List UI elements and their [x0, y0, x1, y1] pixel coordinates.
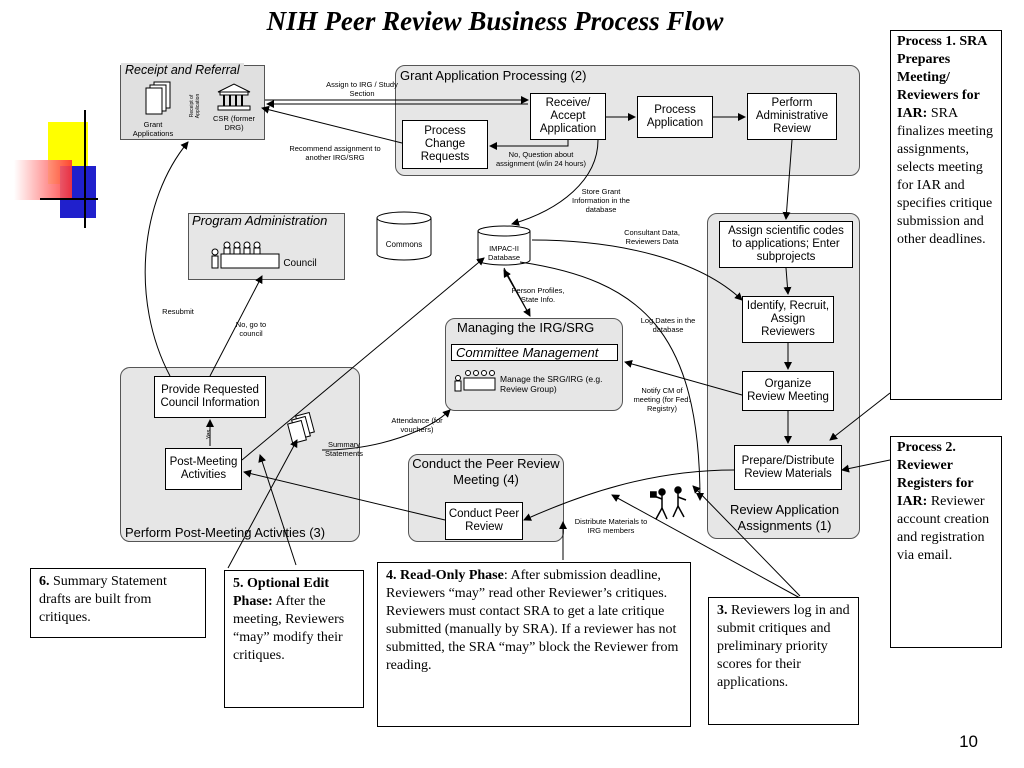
summary-statements-label: Summary Statements [325, 440, 363, 458]
note-3-body: Reviewers log in and submit critiques an… [717, 603, 850, 690]
label-no-question: No, Question about assignment (w/in 24 h… [495, 150, 587, 168]
organize-meeting-box: Organize Review Meeting [742, 371, 834, 411]
manage-srg-label: Manage the SRG/IRG (e.g. Review Group) [500, 374, 603, 394]
label-resubmit: Resubmit [162, 307, 194, 316]
region-receipt-referral [120, 65, 265, 140]
label-store: Store Grant Information in the database [572, 187, 630, 214]
region-managing-irg [445, 318, 623, 411]
conduct-peer-review-box: Conduct Peer Review [445, 502, 523, 540]
review-group-icon [452, 369, 496, 393]
commons-label: Commons [385, 240, 423, 249]
note-5: 5. Optional Edit Phase: After the meetin… [224, 570, 364, 708]
grant-applications-icon [140, 80, 180, 120]
managing-irg-title: Managing the IRG/SRG [457, 320, 595, 335]
impac-database-icon [476, 224, 532, 268]
page-number: 10 [959, 732, 978, 751]
reviewers-walking-icon [649, 486, 690, 522]
impac-label: IMPAC-II Database [487, 244, 521, 262]
peer-review-title-1: Conduct the Peer Review Meeting (4) [412, 456, 560, 487]
grant-processing-title: Grant Application Processing (2) [400, 68, 587, 83]
decorative-squares [14, 110, 109, 230]
note-process-1: Process 1. SRA Prepares Meeting/ Reviewe… [890, 30, 1002, 400]
post-meeting-activities-box: Post-Meeting Activities [165, 448, 242, 490]
label-yes: Yes [206, 429, 213, 440]
process-application-box: Process Application [637, 96, 713, 138]
receive-accept-box: Receive/ Accept Application [530, 93, 606, 140]
csr-building-icon [214, 82, 254, 112]
program-admin-title: Program Administration [192, 213, 328, 228]
note-4-body: : After submission deadline, Reviewers “… [386, 568, 679, 673]
label-person: Person Profiles, State Info. [511, 286, 565, 304]
label-log-dates: Log Dates in the database [640, 316, 696, 334]
note-process-1-heading: Process 1. SRA Prepares Meeting/ Reviewe… [897, 34, 987, 121]
note-6: 6. Summary Statement drafts are built fr… [30, 568, 206, 638]
note-process-1-body: SRA finalizes meeting assignments, selec… [897, 106, 994, 247]
note-4-heading: 4. Read-Only Phase [386, 568, 504, 583]
csr-label: CSR (former DRG) [212, 114, 256, 132]
note-6-body: Summary Statement drafts are built from … [39, 574, 167, 625]
label-notify: Notify CM of meeting (for Fed. Registry) [633, 386, 691, 413]
label-assign-irg: Assign to IRG / Study Section [326, 80, 398, 98]
prepare-distribute-box: Prepare/Distribute Review Materials [734, 445, 842, 490]
council-icon [205, 240, 285, 272]
note-5-body: After the meeting, Reviewers “may” modif… [233, 594, 345, 663]
identify-reviewers-box: Identify, Recruit, Assign Reviewers [742, 296, 834, 343]
note-5-heading: 5. Optional Edit Phase: [233, 576, 330, 609]
note-process-2-body: Reviewer account creation and registrati… [897, 494, 990, 563]
note-4: 4. Read-Only Phase: After submission dea… [377, 562, 691, 727]
note-3-heading: 3. [717, 603, 728, 618]
label-no-council: No, go to council [235, 320, 267, 338]
note-process-2: Process 2. Reviewer Registers for IAR: R… [890, 436, 1002, 648]
grant-applications-label: Grant Applications [132, 120, 174, 138]
process-change-requests-box: Process Change Requests [402, 120, 488, 169]
note-process-2-heading: Process 2. Reviewer Registers for IAR: [897, 440, 974, 509]
review-assignments-title: Review Application Assignments (1) [729, 502, 840, 533]
summary-statements-icon [282, 411, 322, 450]
region-program-admin [188, 213, 345, 280]
label-consultant: Consultant Data, Reviewers Data [624, 228, 680, 246]
post-meeting-title: Perform Post-Meeting Activities (3) [125, 525, 326, 540]
note-6-heading: 6. [39, 574, 50, 589]
committee-management-title: Committee Management [451, 344, 618, 361]
label-distribute: Distribute Materials to IRG members [574, 517, 648, 535]
label-attendance: Attendance (for vouchers) [391, 416, 443, 434]
provide-council-info-box: Provide Requested Council Information [154, 376, 266, 418]
commons-database-icon [375, 210, 433, 262]
assign-codes-box: Assign scientific codes to applications;… [719, 221, 853, 268]
council-label: Council [283, 258, 317, 269]
perform-admin-review-box: Perform Administrative Review [747, 93, 837, 140]
page-title: NIH Peer Review Business Process Flow [266, 6, 724, 36]
label-recommend: Recommend assignment to another IRG/SRG [289, 144, 381, 162]
receipt-referral-title: Receipt and Referral [121, 63, 244, 77]
note-3: 3. Reviewers log in and submit critiques… [708, 597, 859, 725]
